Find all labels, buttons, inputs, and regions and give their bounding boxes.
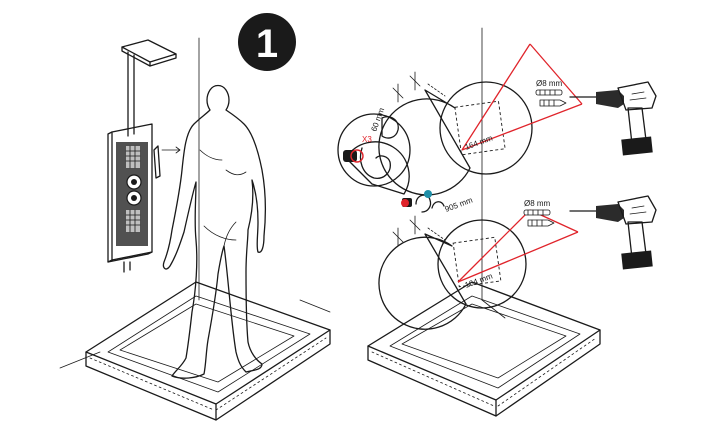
step-badge: 1 [238, 13, 296, 71]
quantity-label: X3 [362, 135, 372, 144]
drill-icon [569, 195, 657, 270]
right-wall-lines [481, 27, 506, 319]
shower-tray-icon [85, 281, 331, 421]
callout-bottom: 164 mm [378, 209, 579, 330]
panel-distance-label: 905 mm [444, 195, 475, 213]
shower-tray-icon [367, 281, 601, 417]
arrow-icon [161, 146, 181, 154]
hole-spacing-bottom-label: 164 mm [464, 271, 495, 289]
wall-plug-icon [539, 99, 567, 107]
person-figure-icon [162, 84, 266, 379]
wall-marks [392, 71, 446, 247]
screw-icon [535, 89, 563, 96]
drill-spec-top: Ø8 mm [535, 79, 567, 107]
drill-icon [569, 81, 657, 156]
shower-panel-icon [107, 39, 177, 273]
drill-spec-bottom: Ø8 mm [523, 199, 555, 227]
wall-plug-icon [527, 219, 555, 227]
fitting-detail-bubble: X3 60 mm [337, 106, 411, 195]
drill-diameter-top-label: Ø8 mm [536, 79, 563, 88]
step-number: 1 [256, 22, 278, 66]
hole-spacing-top-label: 164 mm [464, 133, 495, 151]
callout-top: 164 mm [378, 43, 583, 196]
drill-diameter-bottom-label: Ø8 mm [524, 199, 551, 208]
screw-icon [523, 209, 551, 216]
bolt-length-label: 60 mm [369, 106, 386, 132]
